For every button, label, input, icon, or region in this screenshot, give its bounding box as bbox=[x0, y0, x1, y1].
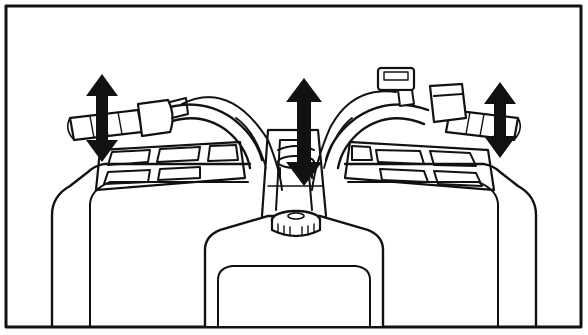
left-grip bbox=[68, 98, 188, 140]
switch-housing bbox=[378, 68, 414, 106]
fuel-cap bbox=[272, 211, 320, 236]
